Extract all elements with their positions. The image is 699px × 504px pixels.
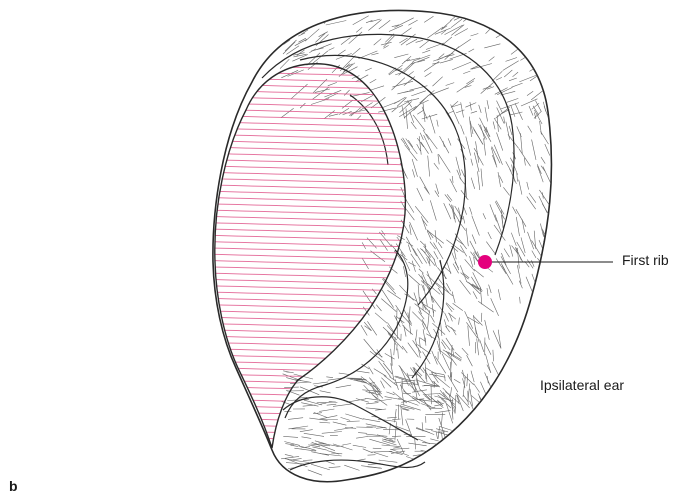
shading-stroke	[528, 46, 539, 52]
shading-stroke	[538, 279, 540, 295]
ipsilateral-ear-label: Ipsilateral ear	[540, 377, 624, 393]
shading-stroke	[527, 43, 546, 51]
shading-stroke	[535, 18, 542, 21]
shading-stroke	[486, 15, 497, 23]
shading-stroke	[533, 32, 539, 38]
shading-stroke	[499, 423, 500, 436]
shading-stroke	[494, 382, 499, 392]
shading-stroke	[403, 470, 414, 472]
shading-stroke	[487, 434, 491, 450]
shading-stroke	[533, 15, 547, 28]
shading-stroke	[471, 429, 475, 445]
shading-stroke	[481, 415, 482, 423]
shading-stroke	[471, 431, 472, 440]
shading-stroke	[538, 54, 557, 63]
shading-stroke	[544, 287, 549, 301]
shading-stroke	[539, 269, 543, 276]
shading-stroke	[481, 423, 485, 441]
shading-stroke	[455, 428, 459, 447]
panel-letter: b	[9, 478, 18, 494]
shading-stroke	[527, 14, 536, 20]
shading-stroke	[541, 271, 542, 277]
first-rib-marker	[478, 255, 492, 269]
shading-stroke	[543, 249, 548, 269]
shading-stroke	[491, 419, 493, 428]
shading-stroke	[535, 52, 552, 56]
shading-stroke	[501, 22, 507, 24]
shading-stroke	[498, 385, 499, 402]
shading-stroke	[510, 14, 523, 24]
first-rib-label: First rib	[622, 252, 669, 268]
